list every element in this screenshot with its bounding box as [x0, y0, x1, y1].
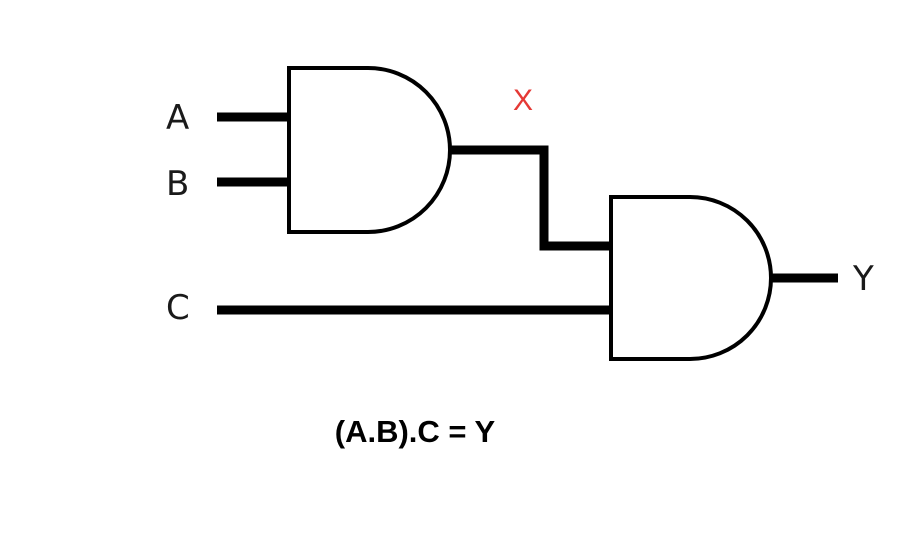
- boolean-equation: (A.B).C = Y: [334, 414, 496, 449]
- wire-x: [446, 145, 612, 251]
- input-label-b: B: [166, 164, 189, 204]
- output-label-y: Y: [852, 259, 874, 299]
- input-label-c: C: [166, 288, 190, 328]
- and-gate-2: [609, 195, 773, 361]
- input-label-a: A: [166, 98, 189, 138]
- and-gate-1: [287, 66, 452, 234]
- intermediate-label-x: X: [513, 84, 533, 117]
